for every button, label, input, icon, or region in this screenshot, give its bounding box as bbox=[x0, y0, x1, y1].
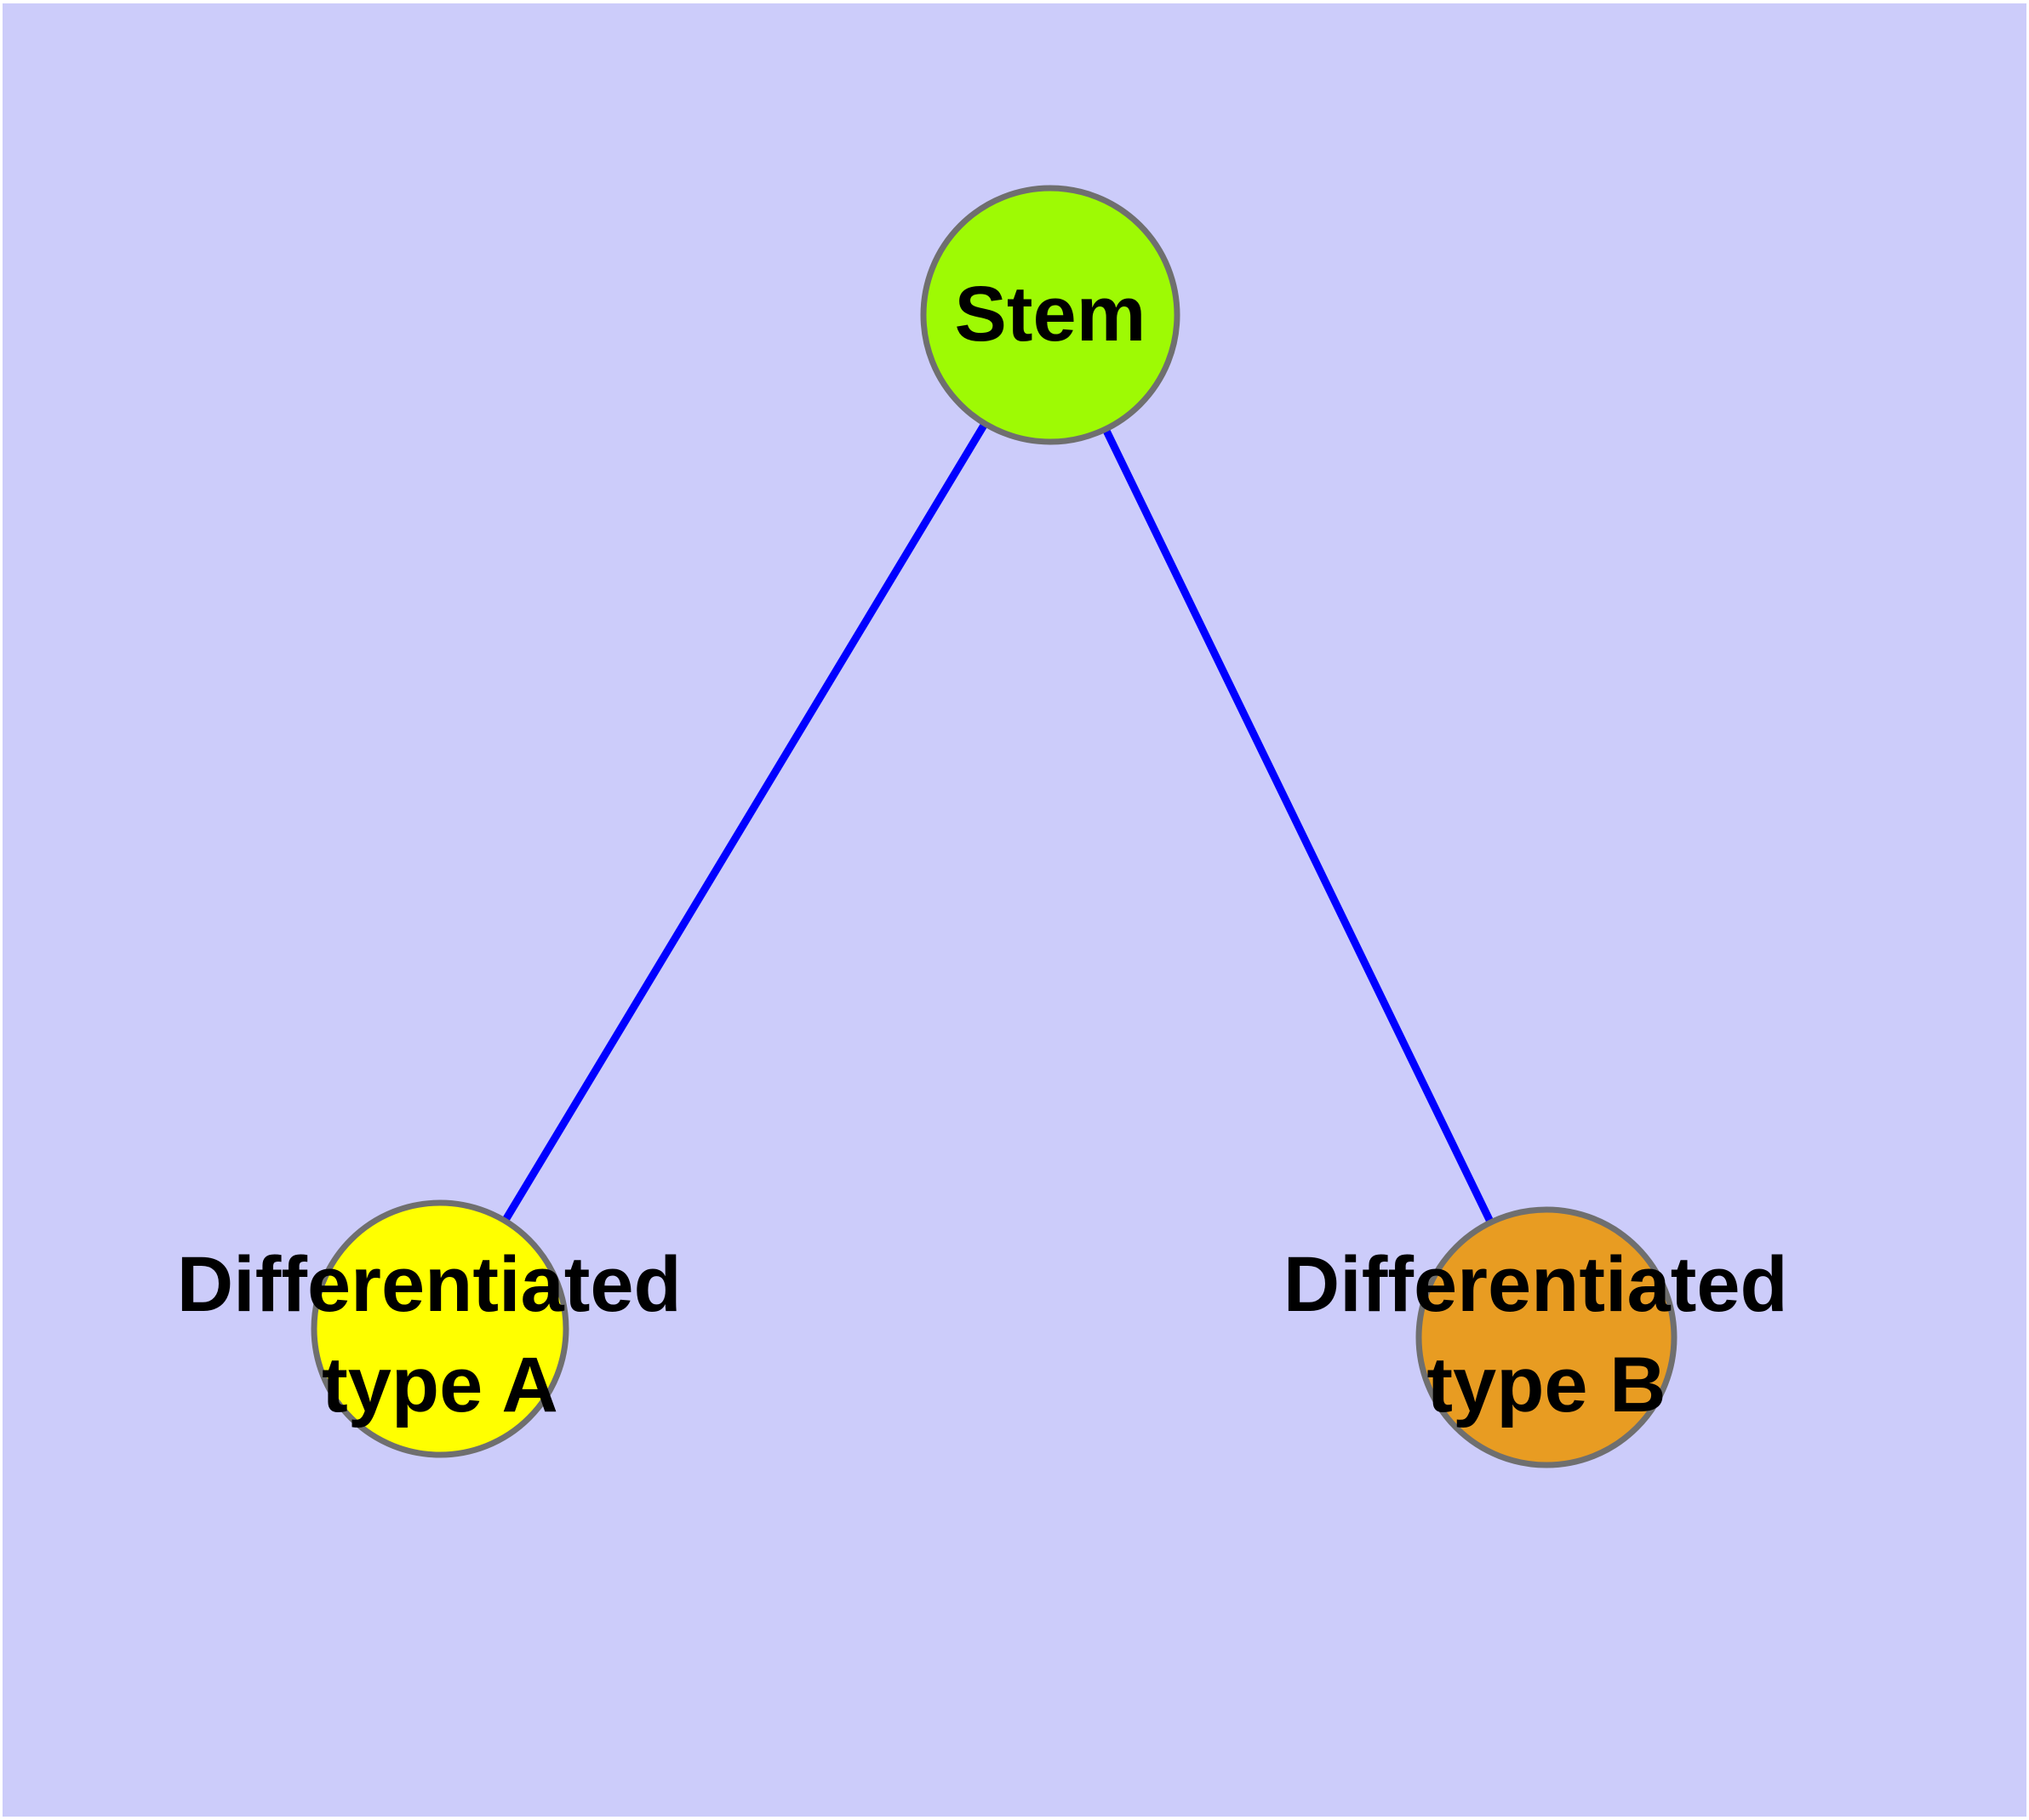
node-circle-differentiated-type-b[interactable] bbox=[1415, 1206, 1677, 1468]
node-label-stem-line1: Stem bbox=[955, 271, 1146, 358]
node-label-differentiated-type-b: Differentiated type B bbox=[1283, 1241, 1810, 1428]
node-circle-stem[interactable] bbox=[920, 185, 1180, 445]
graph-svg: Stem Differentiated type A Differentiate… bbox=[177, 185, 1810, 1468]
node-circle-differentiated-type-a[interactable] bbox=[311, 1199, 569, 1458]
edge-stem-to-differentiated-type-a[interactable] bbox=[437, 312, 1054, 1331]
node-layer bbox=[311, 185, 1677, 1468]
node-label-differentiated-type-b-line2: type B bbox=[1426, 1342, 1666, 1428]
diagram-canvas: Stem Differentiated type A Differentiate… bbox=[3, 3, 2026, 1817]
node-label-differentiated-type-b-line1: Differentiated bbox=[1283, 1241, 1788, 1328]
node-label-stem: Stem bbox=[955, 271, 1146, 358]
edge-layer bbox=[437, 312, 1551, 1339]
label-layer: Stem Differentiated type A Differentiate… bbox=[177, 271, 1810, 1428]
node-label-differentiated-type-a-line1: Differentiated bbox=[177, 1241, 682, 1328]
node-label-differentiated-type-a-line2: type A bbox=[322, 1342, 558, 1428]
node-label-differentiated-type-a: Differentiated type A bbox=[177, 1241, 704, 1428]
edge-stem-to-differentiated-type-b[interactable] bbox=[1046, 313, 1551, 1339]
